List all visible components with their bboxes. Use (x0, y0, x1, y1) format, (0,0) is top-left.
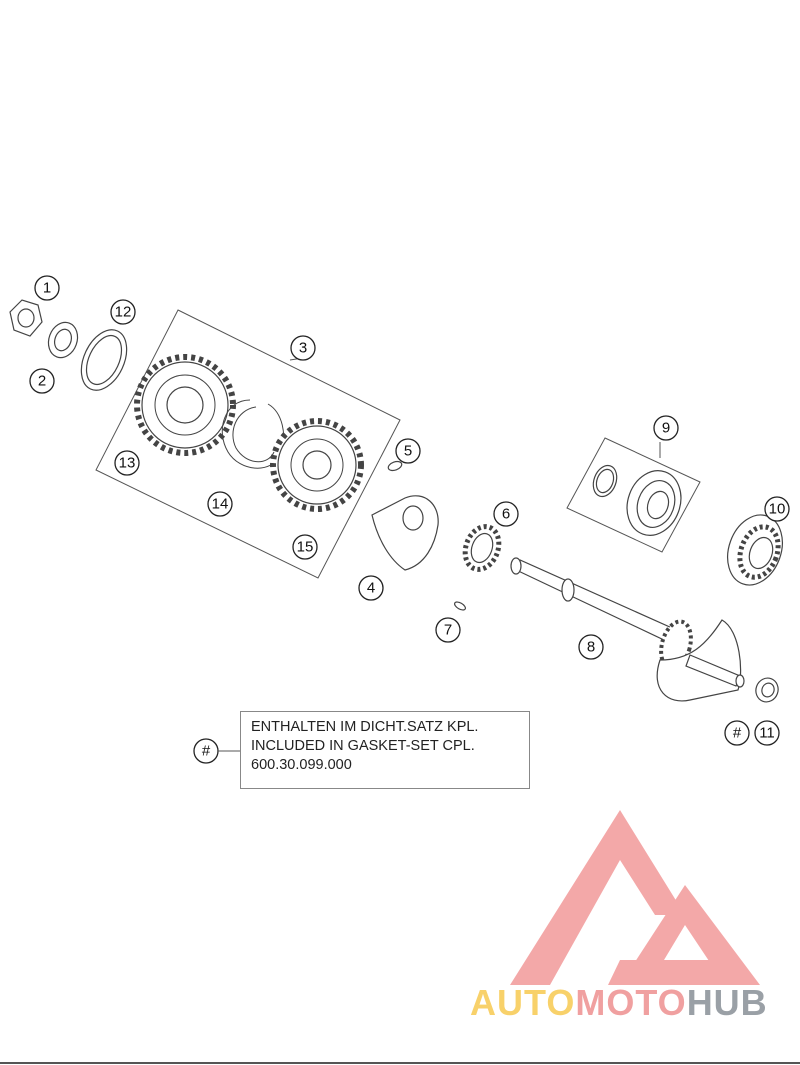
watermark-part-hub: HUB (686, 982, 768, 1023)
callout-6-label: 6 (502, 506, 510, 523)
callout-hash-part-label: # (733, 725, 742, 742)
key-part-7 (453, 601, 467, 611)
callout-14-label: 14 (212, 496, 229, 513)
callout-11: 11 (754, 720, 780, 746)
circlip-part (221, 399, 284, 469)
watermark-logo-icon (510, 810, 760, 985)
callout-7-label: 7 (444, 622, 452, 639)
callout-7: 7 (435, 617, 461, 643)
gasket-set-note: ENTHALTEN IM DICHT.SATZ KPL. INCLUDED IN… (240, 711, 530, 789)
watermark-text: AUTOMOTOHUB (470, 982, 795, 1024)
key-part-5 (387, 460, 403, 472)
callout-15: 15 (292, 534, 318, 560)
needle-bearing-part (727, 514, 783, 586)
gear-part-15 (270, 418, 364, 512)
callout-13: 13 (114, 450, 140, 476)
callout-14: 14 (207, 491, 233, 517)
callout-12: 12 (110, 299, 136, 325)
watermark-part-auto: AUTO (470, 982, 576, 1023)
callout-hash-note-label: # (202, 743, 211, 760)
watermark-part-moto: MOTO (575, 982, 687, 1023)
washer-part (47, 321, 79, 359)
callout-8-label: 8 (587, 639, 595, 656)
callout-4-label: 4 (367, 580, 375, 597)
callout-8: 8 (578, 634, 604, 660)
callout-6: 6 (493, 501, 519, 527)
hex-nut-part (9, 299, 43, 337)
note-line-3: 600.30.099.000 (251, 757, 352, 773)
callout-13-label: 13 (119, 455, 136, 472)
bushing-part-11 (755, 677, 779, 703)
callout-4: 4 (358, 575, 384, 601)
shim-part (80, 329, 128, 391)
bearing-part-6 (462, 524, 502, 572)
callout-2-label: 2 (38, 373, 46, 390)
bearing-set-part-9 (592, 464, 682, 536)
callout-5: 5 (395, 438, 421, 464)
callout-9-label: 9 (662, 420, 670, 437)
bottom-divider (0, 1062, 800, 1064)
callout-15-label: 15 (297, 539, 314, 556)
callout-10: 10 (764, 496, 790, 522)
gear-part-13 (134, 354, 236, 456)
callout-3: 3 (290, 335, 316, 361)
callout-1-label: 1 (43, 280, 51, 297)
balancer-shaft-part (510, 557, 745, 702)
callout-5-label: 5 (404, 443, 412, 460)
callout-10-label: 10 (769, 501, 786, 518)
callout-2: 2 (29, 368, 55, 394)
callout-hash-part: # (724, 720, 750, 746)
callout-9: 9 (653, 415, 679, 441)
kit-outline-9 (566, 437, 701, 553)
balance-weight-part (371, 495, 439, 571)
note-line-2: INCLUDED IN GASKET-SET CPL. (251, 738, 475, 754)
callout-3-label: 3 (299, 340, 307, 357)
callout-hash-note: # (193, 738, 219, 764)
callout-11-label: 11 (759, 725, 775, 742)
callout-1: 1 (34, 275, 60, 301)
callout-12-label: 12 (115, 304, 132, 321)
kit-outline-3 (95, 309, 401, 579)
note-line-1: ENTHALTEN IM DICHT.SATZ KPL. (251, 719, 479, 735)
